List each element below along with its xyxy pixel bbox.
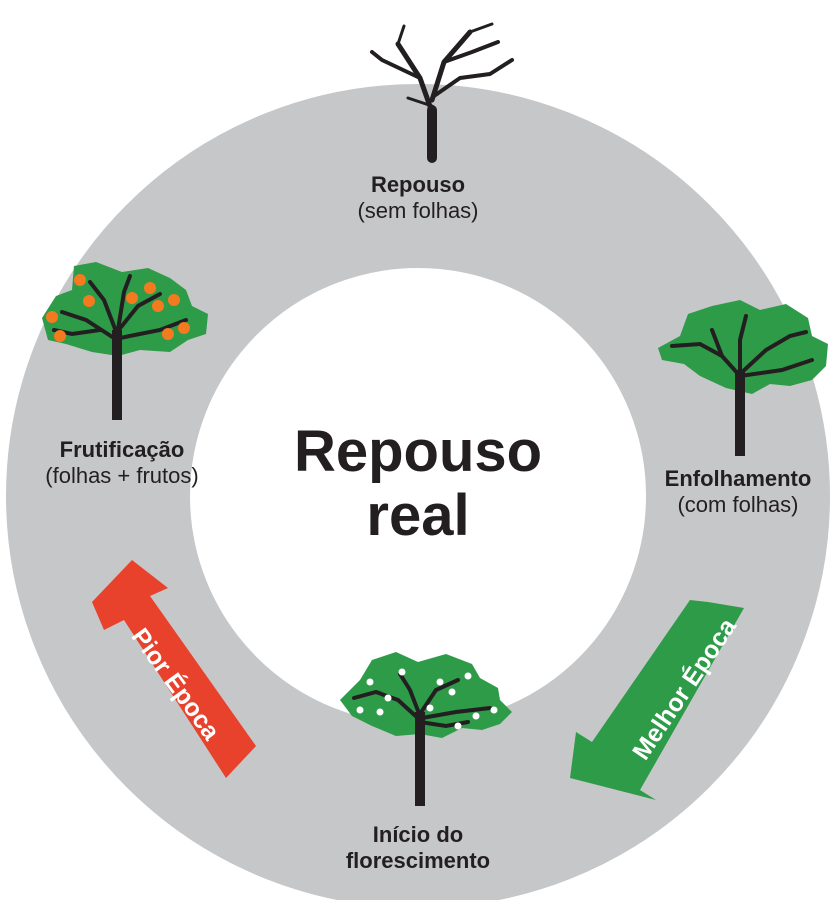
pior-epoca-arrow bbox=[92, 560, 256, 778]
bare-tree-icon bbox=[370, 22, 514, 163]
center-title-line1: Repouso bbox=[293, 419, 543, 484]
flowering-tree-icon bbox=[340, 652, 512, 806]
stage-title-line2: florescimento bbox=[345, 848, 491, 873]
stage-label-enfolhamento: Enfolhamento (com folhas) bbox=[640, 466, 836, 518]
stage-title: Repouso bbox=[370, 172, 466, 197]
center-title-line2: real bbox=[366, 483, 470, 548]
stage-label-frutificacao: Frutificação (folhas + frutos) bbox=[2, 437, 242, 489]
center-title: Repouso real bbox=[218, 420, 618, 548]
stage-subtitle: (folhas + frutos) bbox=[45, 463, 199, 488]
leafy-tree-icon bbox=[658, 300, 828, 456]
stage-subtitle: (sem folhas) bbox=[357, 198, 479, 223]
stage-title: Enfolhamento bbox=[664, 466, 812, 491]
stage-label-inicio-florescimento: Início do florescimento bbox=[300, 822, 536, 874]
melhor-epoca-arrow bbox=[570, 600, 744, 800]
fruit-tree-icon bbox=[42, 262, 208, 420]
stage-title-line1: Início do bbox=[372, 822, 464, 847]
cycle-ring bbox=[6, 84, 830, 900]
stage-title: Frutificação bbox=[59, 437, 185, 462]
stage-label-repouso: Repouso (sem folhas) bbox=[318, 172, 518, 224]
stage-subtitle: (com folhas) bbox=[677, 492, 799, 517]
